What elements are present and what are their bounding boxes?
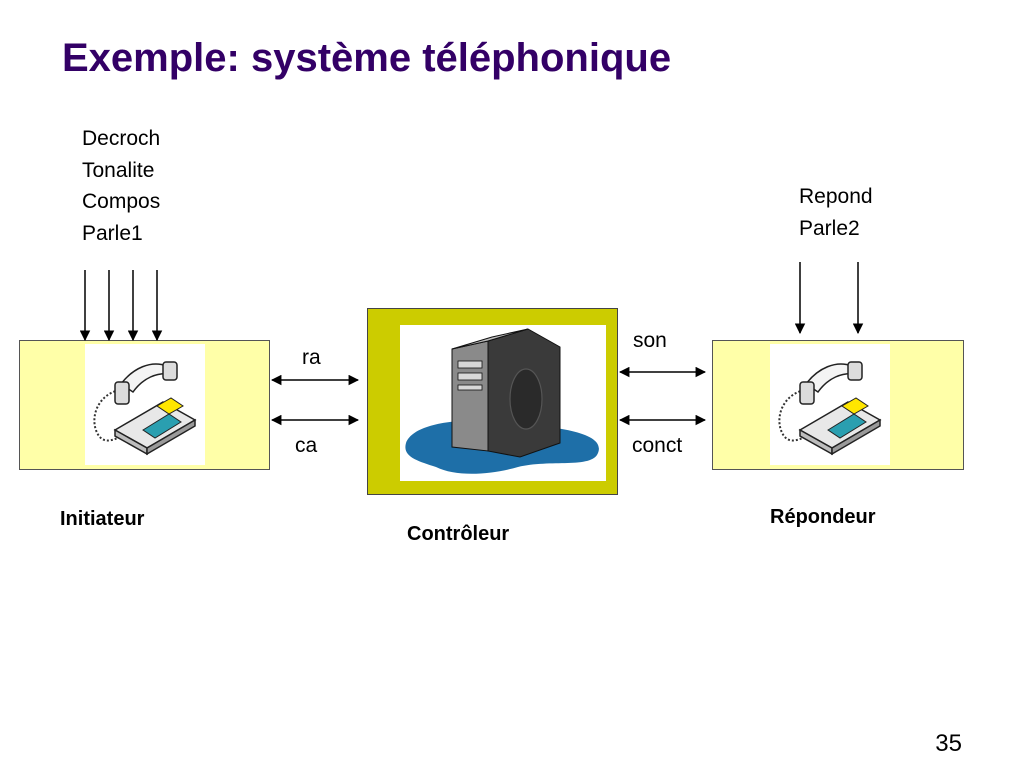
initiator-input-list: Decroch Tonalite Compos Parle1	[82, 123, 160, 249]
initiator-caption: Initiateur	[60, 508, 145, 530]
telephone-icon	[93, 361, 197, 456]
link-label-son: son	[633, 329, 667, 352]
responder-input-list: Repond Parle2	[799, 181, 873, 244]
responder-input-repond: Repond	[799, 185, 873, 208]
server-tower-icon	[405, 328, 599, 474]
link-label-conct: conct	[632, 434, 683, 457]
initiator-input-decroch: Decroch	[82, 127, 161, 150]
initiator-input-parle1: Parle1	[82, 221, 143, 245]
link-label-ca: ca	[295, 434, 318, 457]
controller-server-image	[400, 325, 606, 481]
controller-caption: Contrôleur	[407, 523, 510, 545]
link-label-ra: ra	[302, 346, 321, 369]
responder-input-parle2: Parle2	[799, 216, 860, 240]
initiator-phone-image	[85, 344, 205, 465]
controller-node	[367, 308, 618, 495]
responder-caption: Répondeur	[770, 506, 876, 528]
initiator-input-tonalite: Tonalite	[82, 158, 155, 182]
telephone-icon	[778, 361, 882, 456]
initiator-input-compos: Compos	[82, 190, 161, 213]
slide-title: Exemple: système téléphonique	[62, 36, 672, 80]
initiator-node	[19, 340, 270, 470]
responder-node	[712, 340, 964, 470]
responder-phone-image	[770, 344, 890, 465]
page-number: 35	[935, 730, 962, 757]
